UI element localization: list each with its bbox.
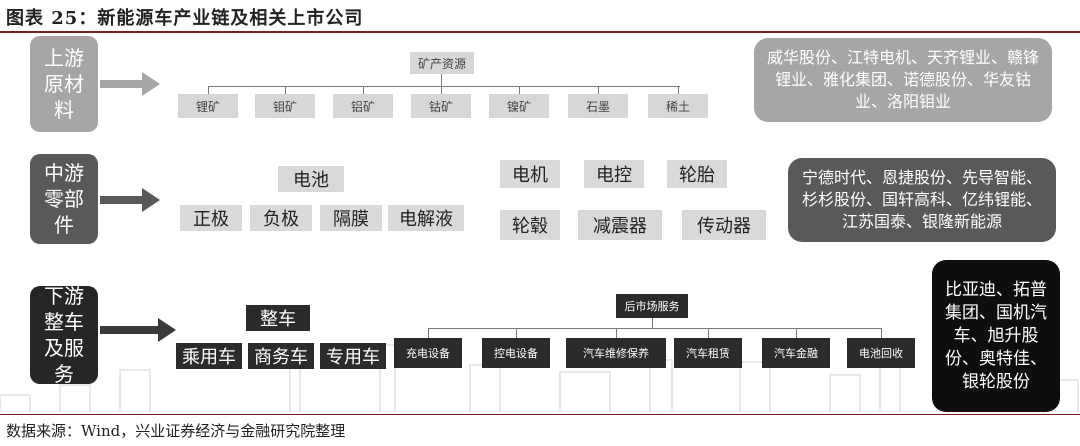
vehicle-box: 整车	[246, 305, 310, 331]
service-box: 控电设备	[482, 338, 550, 368]
component-box: 减震器	[578, 210, 662, 240]
source-note: 数据来源：Wind，兴业证券经济与金融研究院整理	[6, 422, 346, 440]
battery-part-box: 正极	[180, 205, 242, 231]
connector	[363, 86, 364, 94]
figure-title: 图表 25：新能源车产业链及相关上市公司	[6, 8, 364, 29]
battery-part-box: 负极	[250, 205, 312, 231]
connector	[516, 328, 517, 338]
service-box: 电池回收	[847, 338, 915, 368]
stage-downstream: 下游整车及服务	[30, 284, 98, 386]
mineral-box: 钴矿	[411, 94, 471, 118]
stage-upstream-label: 上游原材料	[44, 46, 84, 122]
connector	[441, 74, 442, 86]
battery-part-box: 电解液	[388, 205, 464, 231]
midstream-companies: 宁德时代、恩捷股份、先导智能、杉杉股份、国轩高科、亿纬锂能、江苏国泰、银隆新能源	[788, 158, 1056, 242]
connector	[428, 328, 882, 329]
component-box: 轮胎	[667, 160, 727, 188]
connector	[441, 86, 442, 94]
mineral-box: 锂矿	[178, 94, 238, 118]
connector	[208, 86, 680, 87]
component-box: 轮毂	[500, 210, 560, 240]
mineral-box: 钼矿	[255, 94, 315, 118]
vehicle-type-box: 商务车	[248, 343, 314, 369]
mineral-box: 铝矿	[333, 94, 393, 118]
battery-box: 电池	[278, 166, 344, 192]
stage-downstream-label: 下游整车及服务	[44, 284, 84, 386]
mineral-box: 镍矿	[489, 94, 549, 118]
battery-part-box: 隔膜	[320, 205, 382, 231]
title-rule	[0, 31, 1080, 33]
mineral-box: 稀土	[648, 94, 708, 118]
component-box: 电机	[500, 160, 560, 188]
connector	[285, 86, 286, 94]
connector	[881, 328, 882, 338]
connector	[796, 328, 797, 338]
upstream-companies: 威华股份、江特电机、天齐锂业、赣锋锂业、雅化集团、诺德股份、华友钴业、洛阳钼业	[754, 38, 1052, 122]
connector	[519, 86, 520, 94]
service-box: 汽车金融	[762, 338, 830, 368]
service-box: 汽车租赁	[674, 338, 742, 368]
connector	[208, 86, 209, 94]
service-box: 充电设备	[394, 338, 462, 368]
connector	[678, 86, 679, 94]
connector	[708, 328, 709, 338]
stage-midstream: 中游零部件	[30, 154, 98, 244]
downstream-companies: 比亚迪、拓普集团、国机汽车、旭升股份、奥特佳、银轮股份	[932, 260, 1060, 412]
upstream-header: 矿产资源	[410, 52, 474, 74]
stage-upstream: 上游原材料	[30, 36, 98, 132]
upstream-arrow	[100, 72, 160, 96]
downstream-arrow	[100, 318, 180, 342]
mineral-box: 石墨	[568, 94, 628, 118]
service-box: 汽车维修保养	[566, 338, 666, 368]
component-box: 电控	[584, 160, 644, 188]
vehicle-type-box: 专用车	[320, 343, 386, 369]
connector	[652, 318, 653, 328]
connector	[598, 86, 599, 94]
connector	[428, 328, 429, 338]
connector	[616, 328, 617, 338]
midstream-arrow	[100, 188, 160, 212]
component-box: 传动器	[682, 210, 766, 240]
stage-midstream-label: 中游零部件	[44, 161, 84, 237]
vehicle-type-box: 乘用车	[176, 343, 242, 369]
aftermarket-box: 后市场服务	[616, 294, 688, 318]
footer-rule	[0, 414, 1080, 415]
